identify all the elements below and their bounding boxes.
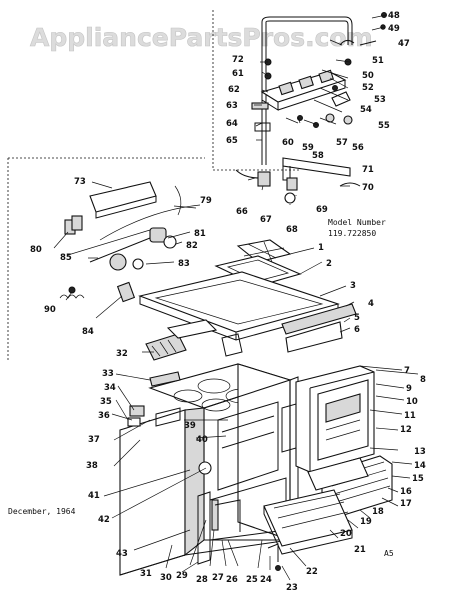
callout-59: 59: [302, 143, 314, 153]
callout-28: 28: [196, 575, 208, 585]
left-assembly-frame: [7, 157, 205, 360]
callout-10: 10: [406, 397, 418, 407]
callout-7: 7: [404, 366, 410, 376]
callout-31: 31: [140, 569, 152, 579]
callout-50: 50: [362, 71, 374, 81]
callout-54: 54: [360, 105, 372, 115]
callout-16: 16: [400, 487, 412, 497]
callout-48: 48: [388, 11, 400, 21]
callout-9: 9: [406, 384, 412, 394]
range-cabinet: [119, 363, 299, 576]
callout-83: 83: [178, 259, 190, 269]
callout-5: 5: [354, 313, 360, 323]
callout-32: 32: [116, 349, 128, 359]
leader-lines: [53, 14, 419, 581]
callout-66: 66: [236, 207, 248, 217]
callout-61: 61: [232, 69, 244, 79]
callout-63: 63: [226, 101, 238, 111]
callout-55: 55: [378, 121, 390, 131]
callout-17: 17: [400, 499, 412, 509]
callout-52: 52: [362, 83, 374, 93]
callout-24: 24: [260, 575, 272, 585]
callout-34: 34: [104, 383, 116, 393]
callout-43: 43: [116, 549, 128, 559]
callout-23: 23: [286, 583, 298, 593]
callout-18: 18: [372, 507, 384, 517]
callout-62: 62: [228, 85, 240, 95]
callout-41: 41: [88, 491, 100, 501]
callout-49: 49: [388, 24, 400, 34]
cooktop-parts: [138, 239, 357, 361]
callout-13: 13: [414, 447, 426, 457]
callout-22: 22: [306, 567, 318, 577]
callout-82: 82: [186, 241, 198, 251]
callout-29: 29: [176, 571, 188, 581]
callout-3: 3: [350, 281, 356, 291]
callout-35: 35: [100, 397, 112, 407]
callout-1: 1: [318, 243, 324, 253]
callout-37: 37: [88, 435, 100, 445]
callout-72: 72: [232, 55, 244, 65]
callout-85: 85: [60, 253, 72, 263]
callout-71: 71: [362, 165, 374, 175]
burner-parts: [59, 181, 201, 303]
callout-70: 70: [362, 183, 374, 193]
callout-11: 11: [404, 411, 416, 421]
callout-38: 38: [86, 461, 98, 471]
model-number-label: Model Number: [328, 218, 386, 227]
callout-36: 36: [98, 411, 110, 421]
callout-79: 79: [200, 196, 212, 206]
control-assembly: [235, 12, 387, 204]
callout-73: 73: [74, 177, 86, 187]
callout-labels: 48 49 47 51 50 52 53 54 55 56 57 58 59 6…: [30, 11, 426, 593]
callout-33: 33: [102, 369, 114, 379]
corner-code: A5: [384, 549, 394, 558]
callout-15: 15: [412, 474, 424, 484]
callout-58: 58: [312, 151, 324, 161]
callout-80: 80: [30, 245, 42, 255]
callout-60: 60: [282, 138, 294, 148]
callout-12: 12: [400, 425, 412, 435]
callout-67: 67: [260, 215, 272, 225]
callout-2: 2: [326, 259, 332, 269]
callout-81: 81: [194, 229, 206, 239]
callout-40: 40: [196, 435, 208, 445]
callout-64: 64: [226, 119, 238, 129]
callout-84: 84: [82, 327, 94, 337]
callout-26: 26: [226, 575, 238, 585]
callout-56: 56: [352, 143, 364, 153]
callout-8: 8: [420, 375, 426, 385]
callout-21: 21: [354, 545, 366, 555]
callout-47: 47: [398, 39, 410, 49]
callout-25: 25: [246, 575, 258, 585]
callout-14: 14: [414, 461, 426, 471]
callout-20: 20: [340, 529, 352, 539]
oven-panels: [263, 365, 393, 571]
upper-assembly-frame: [212, 10, 300, 171]
callout-27: 27: [212, 573, 224, 583]
callout-69: 69: [316, 205, 328, 215]
callout-57: 57: [336, 138, 348, 148]
callout-42: 42: [98, 515, 110, 525]
callout-39: 39: [184, 421, 196, 431]
diagram-date: December, 1964: [8, 507, 76, 516]
callout-90: 90: [44, 305, 56, 315]
callout-68: 68: [286, 225, 298, 235]
callout-65: 65: [226, 136, 238, 146]
callout-19: 19: [360, 517, 372, 527]
callout-51: 51: [372, 56, 384, 66]
callout-6: 6: [354, 325, 360, 335]
callout-53: 53: [374, 95, 386, 105]
watermark: AppliancePartsPros.com: [30, 23, 373, 52]
callout-4: 4: [368, 299, 374, 309]
model-number: 119.722850: [328, 229, 376, 238]
callout-30: 30: [160, 573, 172, 583]
